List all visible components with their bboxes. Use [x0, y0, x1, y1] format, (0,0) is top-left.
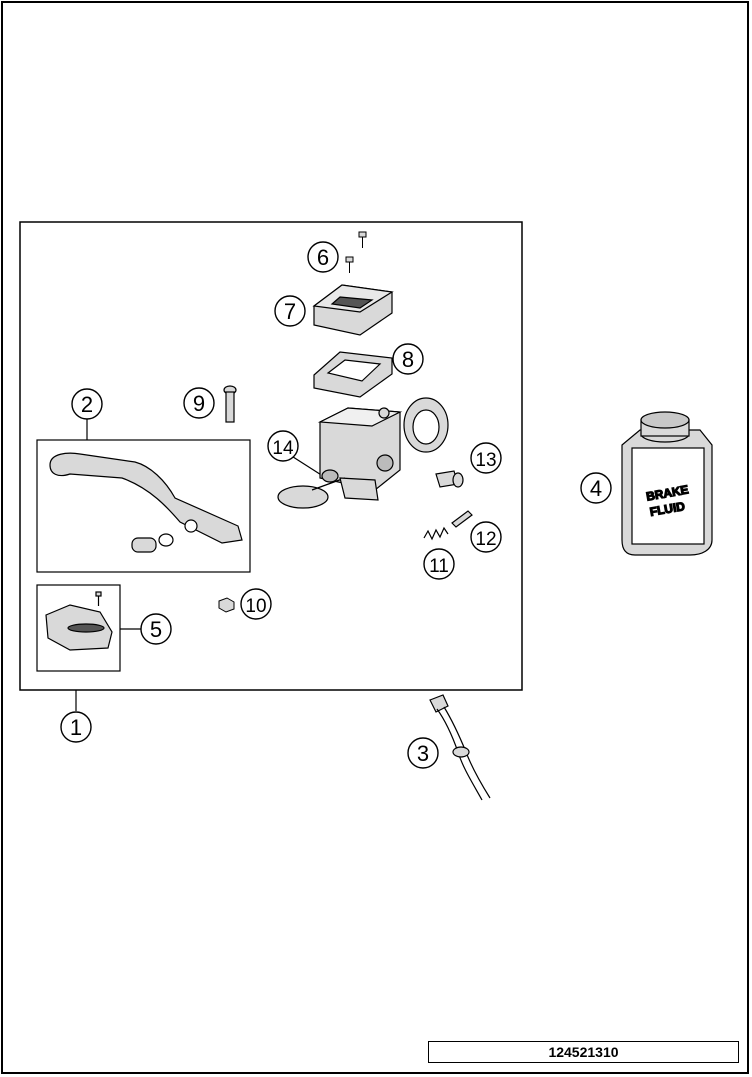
spring-icon	[423, 526, 449, 541]
callout-8: 8	[392, 343, 424, 375]
reference-number-box: 124521310	[428, 1041, 739, 1063]
lever-subbox	[36, 439, 251, 573]
callout-number: 5	[150, 617, 162, 642]
callout-number: 9	[193, 391, 205, 416]
callout-number: 14	[272, 438, 294, 459]
callout-4: 4	[580, 472, 612, 504]
brake-hose-icon	[429, 694, 491, 801]
hand-lever-icon	[49, 452, 243, 553]
callout-number: 8	[402, 347, 414, 372]
callout-13: 13	[470, 442, 502, 474]
callout-11: 11	[423, 548, 455, 580]
callout-10: 10	[240, 588, 272, 620]
callout-6: 6	[307, 241, 339, 273]
callout-number: 10	[245, 596, 266, 617]
callout-number: 11	[429, 556, 449, 577]
callout-3: 3	[407, 737, 439, 769]
callout-number: 7	[284, 299, 296, 324]
bolt-icon	[223, 385, 237, 423]
pivot-bolt-icon	[435, 470, 464, 488]
assembly-box	[19, 221, 523, 691]
reservoir-cover-icon	[312, 284, 394, 336]
screw-icon	[345, 231, 367, 273]
callout-14: 14	[267, 430, 299, 462]
master-cylinder-icon	[277, 397, 449, 509]
callout-7: 7	[274, 295, 306, 327]
diaphragm-icon	[313, 351, 393, 398]
callout-5: 5	[140, 613, 172, 645]
callout-2: 2	[71, 388, 103, 420]
callout-number: 6	[317, 245, 329, 270]
callout-1: 1	[60, 711, 92, 743]
callout-number: 2	[81, 392, 93, 417]
callout-number: 1	[70, 715, 82, 740]
callout-number: 4	[590, 476, 602, 501]
reference-number: 124521310	[548, 1044, 619, 1060]
lever-cover-icon	[45, 591, 113, 651]
callout-9: 9	[183, 387, 215, 419]
callout-number: 13	[475, 450, 496, 471]
nut-icon	[218, 597, 235, 613]
cover-subbox	[36, 584, 121, 672]
callout-number: 12	[475, 529, 496, 550]
callout-12: 12	[470, 521, 502, 553]
bottle-label-line2: FLUID	[649, 499, 687, 519]
brake-fluid-bottle-icon: BRAKE FLUID	[621, 411, 713, 556]
pin-icon	[451, 510, 473, 528]
callout-number: 3	[417, 741, 429, 766]
